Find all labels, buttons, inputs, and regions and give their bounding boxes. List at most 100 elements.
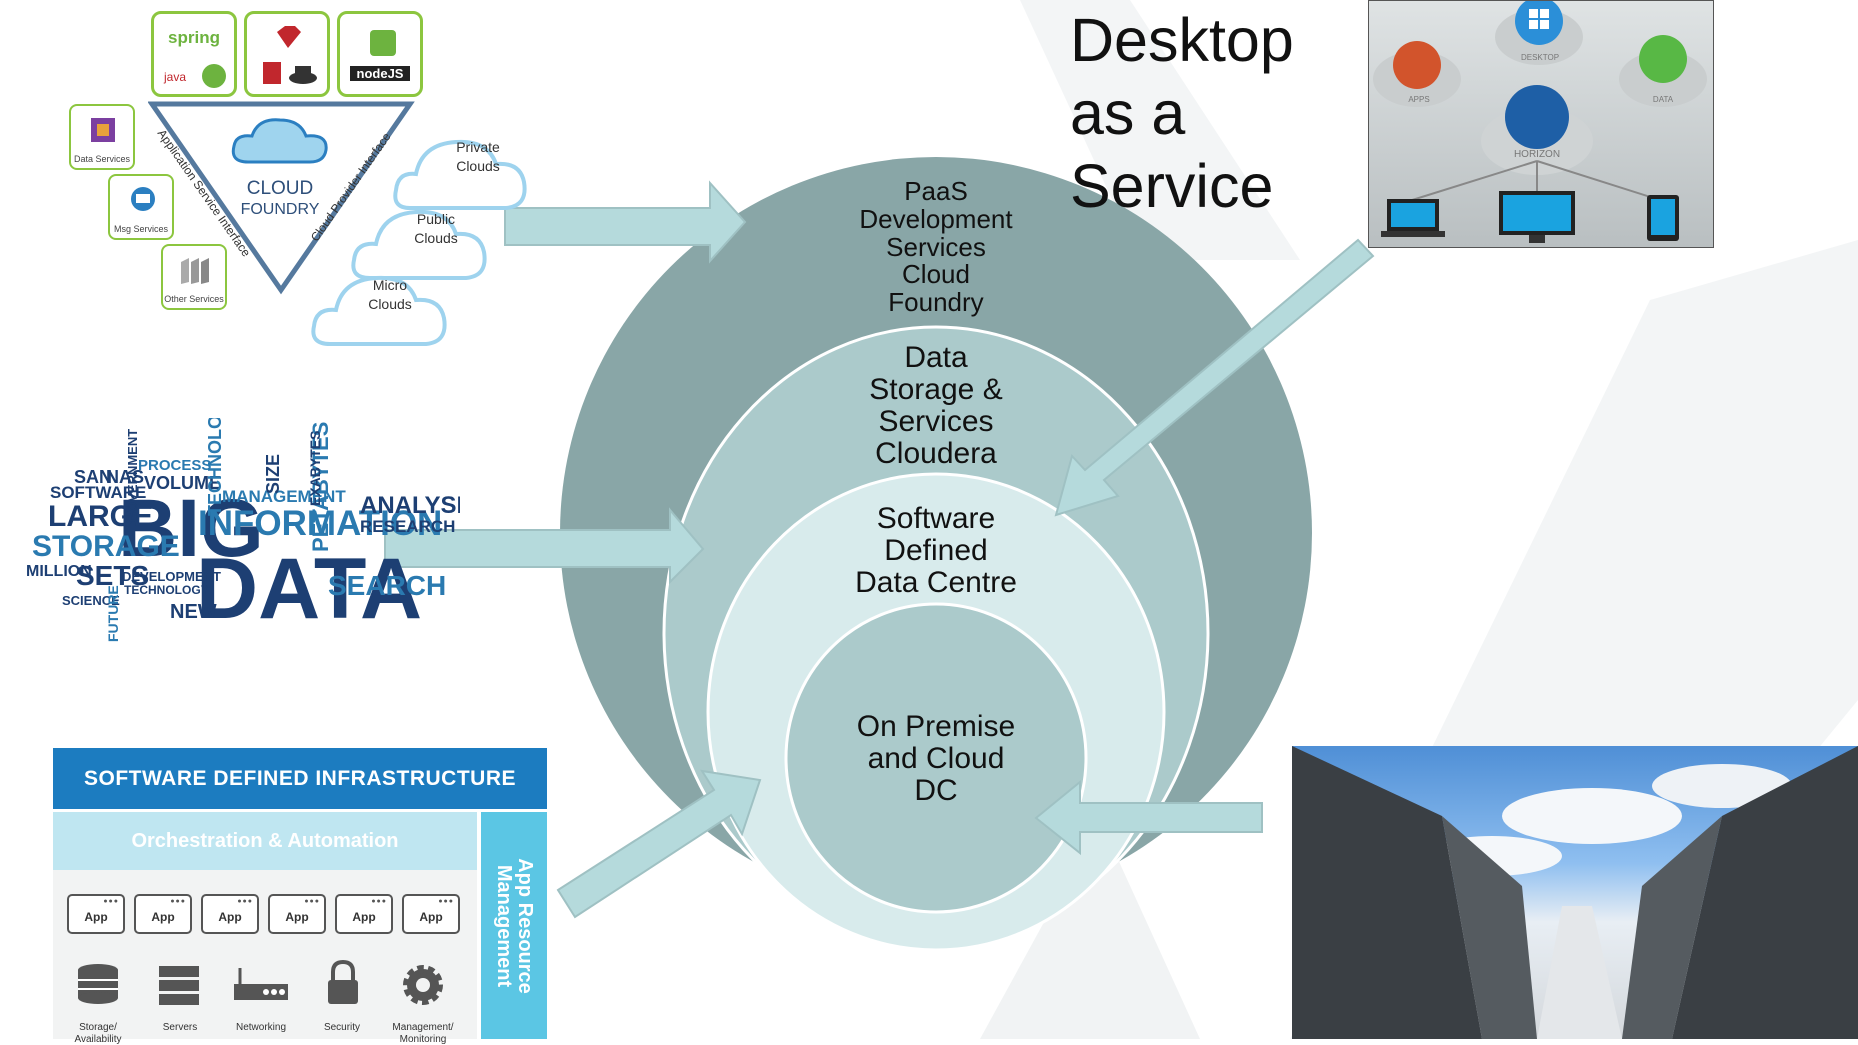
gear-icon bbox=[403, 965, 443, 1005]
storage-icon bbox=[78, 964, 118, 1004]
sdi-side-line2: Management bbox=[493, 864, 515, 987]
word-sets: SETS bbox=[76, 560, 150, 591]
windows-icon bbox=[1529, 9, 1549, 29]
java-label: java bbox=[164, 70, 187, 84]
nodejs-tile: nodeJS bbox=[337, 11, 423, 97]
word-volume: VOLUME bbox=[144, 473, 222, 493]
big-data-wordcloud: BIG DATA INFORMATION STORAGE LARGE ANALY… bbox=[10, 418, 460, 650]
server-icon bbox=[159, 966, 199, 1005]
data-services-tile: Data Services bbox=[69, 104, 135, 170]
ruby-icon bbox=[277, 26, 301, 48]
word-research: RESEARCH bbox=[360, 517, 456, 536]
third-ring-line: Data Centre bbox=[855, 566, 1017, 600]
spring-label: spring bbox=[168, 28, 220, 47]
sdi-panel: SOFTWARE DEFINED INFRASTRUCTURE Orchestr… bbox=[53, 748, 547, 1039]
nodejs-label: nodeJS bbox=[350, 66, 410, 81]
message-icon bbox=[131, 187, 155, 211]
horizon-node-data: DATA bbox=[1652, 95, 1674, 104]
app-label: App bbox=[285, 910, 309, 924]
ruby-grails-tile bbox=[244, 11, 330, 97]
inner-ring-line: On Premise bbox=[856, 710, 1016, 743]
word-exabytes: EXABYTES bbox=[307, 430, 323, 506]
resource-label: Security bbox=[323, 1022, 361, 1033]
outer-ring-line: PaaS bbox=[904, 176, 968, 206]
app-tile: ●●● App bbox=[268, 894, 326, 934]
dots-icon: ●●● bbox=[438, 898, 454, 905]
word-new: NEW bbox=[170, 601, 217, 623]
arrow-from-cloud-foundry bbox=[504, 180, 747, 264]
word-government: GOVERNMENT bbox=[125, 428, 140, 522]
stack-icon bbox=[181, 258, 209, 284]
router-icon bbox=[234, 968, 288, 1000]
second-ring-label: Data Storage & Services Cloudera bbox=[815, 341, 1057, 470]
horizon-node-apps: APPS bbox=[1408, 95, 1430, 104]
grails-icon bbox=[263, 62, 317, 84]
dots-icon: ●●● bbox=[170, 898, 186, 905]
datacenter-graphic bbox=[1292, 746, 1858, 1039]
datacenter-photo bbox=[1292, 746, 1858, 1039]
arrow-from-daas bbox=[1054, 238, 1375, 517]
resource-label: Management/ Monitoring bbox=[392, 1022, 454, 1045]
dots-icon: ●●● bbox=[103, 898, 119, 905]
outer-ring-line: Development bbox=[859, 203, 1013, 234]
horizon-node-horizon: HORIZON bbox=[1513, 149, 1561, 160]
other-services-tile: Other Services bbox=[161, 244, 227, 310]
cloud-label-line: Public bbox=[416, 211, 456, 227]
arrow-from-datacenter bbox=[1034, 779, 1263, 856]
app-label: App bbox=[151, 910, 175, 924]
horizon-node-desktop: DESKTOP bbox=[1520, 53, 1560, 62]
horizon-graphic bbox=[1373, 1, 1707, 202]
inner-ring bbox=[784, 602, 1088, 914]
word-million: MILLION bbox=[26, 563, 92, 580]
outer-ring-line: Cloud bbox=[902, 259, 970, 290]
arrow-from-big-data bbox=[384, 507, 705, 585]
tablet-icon bbox=[1647, 195, 1679, 241]
cloud-label-line: Private bbox=[456, 139, 500, 155]
sdi-header: SOFTWARE DEFINED INFRASTRUCTURE bbox=[53, 748, 547, 809]
daas-title: Desktop as a Service bbox=[1070, 6, 1294, 221]
third-ring-line: Software bbox=[876, 502, 996, 535]
spring-java-tile: spring java bbox=[151, 11, 237, 97]
msg-services-tile: Msg Services bbox=[108, 174, 174, 240]
dots-icon: ●●● bbox=[237, 898, 253, 905]
laptop-icon bbox=[1381, 199, 1445, 237]
horizon-diagram: APPS DESKTOP DATA HORIZON bbox=[1368, 0, 1714, 248]
word-process: PROCESS bbox=[138, 457, 212, 474]
word-technology: TECHNOLOGY bbox=[124, 583, 209, 597]
app-tile: ●●●App bbox=[335, 894, 393, 934]
word-search: SEARCH bbox=[328, 570, 447, 601]
resource-label: Servers bbox=[162, 1022, 198, 1033]
outer-ring-line: Foundry bbox=[888, 287, 984, 318]
monitor-icon bbox=[1499, 191, 1575, 243]
inner-ring-line: DC bbox=[914, 774, 958, 808]
app-label: App bbox=[84, 910, 108, 924]
word-software: SOFTWARE bbox=[50, 483, 147, 502]
word-future: FUTURE bbox=[105, 585, 121, 642]
arrow-from-sdi bbox=[556, 769, 762, 919]
word-size: SIZE bbox=[263, 453, 283, 494]
third-ring-line: Defined bbox=[884, 534, 988, 568]
sdi-side-line1: App Resource bbox=[514, 857, 536, 994]
cloud-icon bbox=[231, 118, 328, 164]
dots-icon: ●●● bbox=[304, 898, 320, 905]
resource-label: Storage/ Availability bbox=[74, 1022, 122, 1045]
cube-icon bbox=[91, 118, 115, 142]
inner-ring-label: On Premise and Cloud DC bbox=[815, 710, 1057, 808]
w3-icon bbox=[370, 30, 396, 56]
cf-triangle bbox=[148, 101, 415, 295]
second-ring-line: Services bbox=[878, 405, 994, 439]
outer-ring-label: PaaS Development Services Cloud Foundry bbox=[825, 176, 1047, 318]
word-management: MANAGEMENT bbox=[222, 487, 346, 506]
outer-ring-line: Services bbox=[886, 231, 986, 262]
app-tile: ●●● App bbox=[134, 894, 192, 934]
app-label: App bbox=[218, 910, 242, 924]
cloud-label-line: Clouds bbox=[414, 229, 458, 246]
lock-icon bbox=[328, 960, 358, 1004]
cf-center-line1: CLOUD bbox=[246, 178, 314, 199]
msg-services-label: Msg Services bbox=[113, 224, 168, 234]
